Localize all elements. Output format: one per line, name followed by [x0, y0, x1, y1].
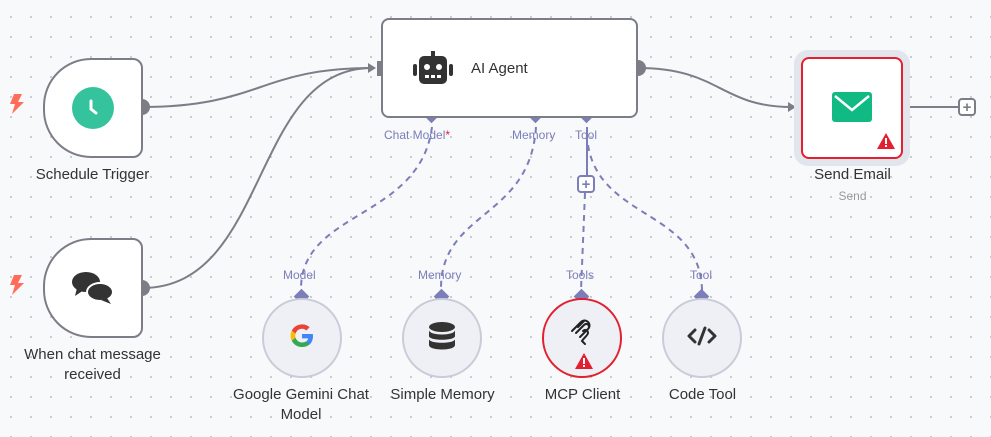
- chat-trigger-label: When chat message received: [24, 346, 161, 383]
- send-email-label: Send Email: [814, 166, 891, 183]
- send-email-node[interactable]: [801, 57, 903, 159]
- database-icon: [429, 321, 455, 355]
- trigger-bolt-icon: [10, 94, 24, 120]
- mcp-icon: [569, 319, 595, 352]
- simple-memory-node[interactable]: [402, 298, 482, 378]
- schedule-trigger-label: Schedule Trigger: [35, 166, 150, 183]
- add-tool-button[interactable]: +: [577, 175, 595, 193]
- ai-agent-label: AI Agent: [471, 60, 528, 77]
- schedule-trigger-node[interactable]: [43, 58, 143, 158]
- mcp-client-node[interactable]: [542, 298, 622, 378]
- simple-memory-label: Simple Memory: [390, 386, 495, 403]
- send-email-subtitle: Send: [838, 189, 867, 203]
- gemini-node[interactable]: [262, 298, 342, 378]
- edge-schedule-to-agent: [141, 67, 373, 108]
- clock-icon: [72, 87, 114, 129]
- gemini-label: Google Gemini Chat Model: [233, 386, 369, 423]
- envelope-icon: [832, 92, 872, 122]
- chat-bubbles-icon: [71, 270, 115, 306]
- trigger-bolt-icon: [10, 275, 24, 301]
- edge-memory-to-memory: [439, 126, 537, 291]
- port-label-tool: Tool: [575, 128, 598, 142]
- port-label-memory-sub: Memory: [418, 268, 462, 282]
- edge-agent-to-email: [637, 67, 793, 108]
- port-label-chat-model: Chat Model*: [384, 128, 451, 142]
- port-label-tool-sub: Tool: [690, 268, 713, 282]
- google-icon: [289, 323, 315, 354]
- ai-agent-node[interactable]: AI Agent: [381, 18, 638, 118]
- port-label-model: Model: [283, 268, 316, 282]
- mcp-client-label: MCP Client: [544, 386, 621, 403]
- robot-icon: [413, 51, 453, 85]
- code-tool-node[interactable]: [662, 298, 742, 378]
- warning-icon: [575, 353, 593, 374]
- edge-model-to-gemini: [299, 126, 433, 291]
- add-next-node-button[interactable]: +: [958, 98, 976, 116]
- port-label-memory: Memory: [512, 128, 556, 142]
- edge-tool-to-code: [587, 144, 703, 291]
- code-tool-label: Code Tool: [668, 386, 737, 403]
- code-icon: [687, 326, 717, 351]
- chat-trigger-node[interactable]: [43, 238, 143, 338]
- warning-icon: [877, 133, 895, 154]
- port-label-tools: Tools: [566, 268, 595, 282]
